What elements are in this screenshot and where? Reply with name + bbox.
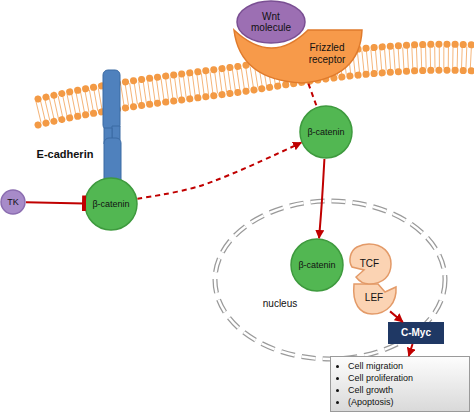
- protein-circle: β-catenin: [84, 177, 138, 231]
- node-label: Wnt molecule: [246, 11, 296, 34]
- text-holder: C-Myc: [388, 322, 444, 344]
- node-label: C-Myc: [401, 327, 431, 339]
- text-holder: TK: [0, 189, 26, 215]
- text-holder: TCF: [347, 243, 392, 285]
- node-label: Frizzled receptor: [292, 42, 362, 65]
- kinase-circle: TK: [0, 189, 26, 215]
- node-label: β-catenin: [298, 260, 335, 270]
- signal-arrow: [137, 143, 301, 199]
- node-label: LEF: [365, 292, 383, 304]
- node-label: β-catenin: [92, 199, 129, 209]
- signal-arrow: [26, 202, 84, 203]
- node-label: E-cadherin: [28, 148, 102, 161]
- node-label: TK: [7, 197, 19, 207]
- gene-box: C-Myc: [388, 322, 444, 344]
- outcome-item: (Apoptosis): [348, 396, 466, 408]
- protein-circle: β-catenin: [299, 105, 353, 159]
- outcome-item: Cell migration: [348, 360, 466, 372]
- outcome-item: Cell growth: [348, 384, 466, 396]
- text-holder: β-catenin: [299, 105, 353, 159]
- protein-circle: β-catenin: [290, 238, 344, 292]
- node-label: nucleus: [248, 298, 312, 310]
- signal-arrow: [308, 84, 316, 107]
- outcome-item: Cell proliferation: [348, 372, 466, 384]
- text-holder: E-cadherin: [28, 148, 102, 161]
- signal-arrow: [319, 159, 324, 238]
- outcome-box: Cell migrationCell proliferationCell gro…: [330, 356, 470, 412]
- factor-shape: TCF: [347, 243, 392, 285]
- signal-arrow: [409, 344, 413, 356]
- ligand-ellipse: Wnt molecule: [236, 0, 306, 44]
- signal-arrow: [390, 311, 403, 322]
- factor-shape: LEF: [350, 280, 398, 316]
- text-holder: Frizzled receptor: [292, 42, 362, 65]
- text-holder: LEF: [350, 280, 398, 316]
- text-holder: β-catenin: [290, 238, 344, 292]
- text-holder: Cell migrationCell proliferationCell gro…: [336, 360, 466, 408]
- node-label: β-catenin: [307, 127, 344, 137]
- text-holder: β-catenin: [84, 177, 138, 231]
- text-holder: Wnt molecule: [236, 0, 306, 44]
- node-label: TCF: [360, 258, 379, 270]
- text-holder: nucleus: [248, 298, 312, 310]
